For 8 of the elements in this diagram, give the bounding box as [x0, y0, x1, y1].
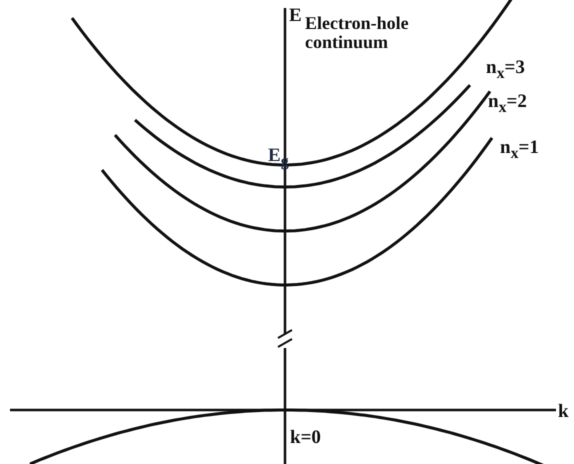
- level-label: n$_{x}$=2: [488, 92, 527, 116]
- level-label: n$_{x}$=1: [500, 138, 539, 162]
- level-label: n$_{x}$=3: [486, 58, 525, 82]
- energy-label: E$_{g}$: [268, 146, 289, 170]
- region-label: Electron-hole continuum: [305, 14, 410, 52]
- tick-label: k=0: [290, 428, 321, 448]
- axis-label: k: [558, 402, 569, 422]
- axis-label: E: [289, 6, 302, 26]
